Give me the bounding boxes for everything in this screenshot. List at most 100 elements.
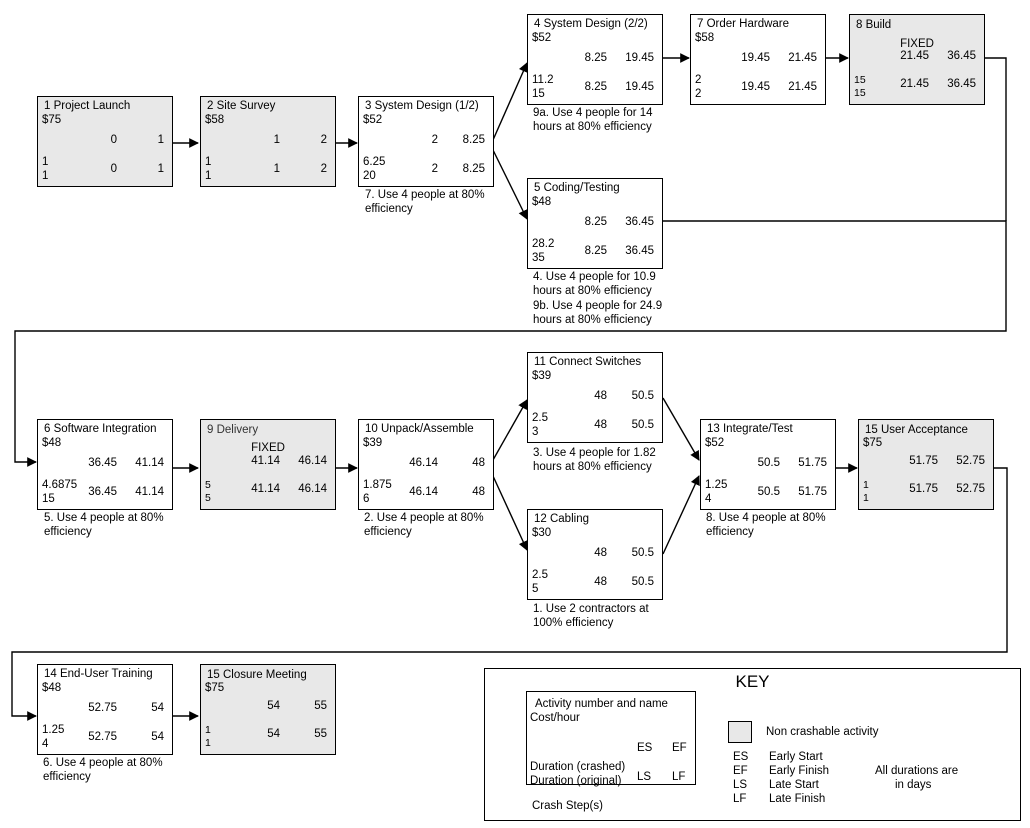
late-start: 8.25: [584, 245, 607, 257]
crash-step-note: 3. Use 4 people for 1.82 hours at 80% ef…: [533, 446, 656, 474]
activity-node: 3 System Design (1/2) $52 2 8.25 6.25 20…: [358, 96, 494, 187]
late-start: 50.5: [757, 486, 780, 498]
duration-crashed: 1: [205, 724, 211, 736]
duration-original: 15: [854, 87, 866, 99]
non-crashable-swatch: [728, 721, 752, 743]
activity-cost: $39: [363, 437, 383, 449]
late-start: 8.25: [584, 81, 607, 93]
duration-crashed: 4.6875: [42, 479, 78, 491]
early-finish: 52.75: [956, 455, 985, 467]
activity-node: 15 User Acceptance $75 51.75 52.75 1 1 5…: [858, 419, 994, 510]
note-line: hours at 80% efficiency: [533, 285, 652, 297]
activity-node: 14 End-User Training $48 52.75 54 1.25 4…: [37, 664, 173, 755]
activity-name: 15 User Acceptance: [865, 424, 968, 436]
note-line: 3. Use 4 people for 1.82: [533, 447, 656, 459]
activity-cost: $52: [705, 437, 725, 449]
activity-cost: $48: [532, 196, 552, 208]
late-finish: 50.5: [631, 419, 654, 431]
late-finish: 51.75: [798, 486, 827, 498]
key-sample-node: Activity number and name Cost/hour ES EF…: [526, 691, 696, 787]
key-abbr-ls-meaning: Late Start: [769, 779, 819, 791]
late-start: 46.14: [409, 486, 438, 498]
duration-crashed: 1.25: [42, 724, 65, 736]
activity-node: 15 Closure Meeting $75 54 55 1 1 54 55: [200, 664, 336, 755]
activity-name: 1 Project Launch: [44, 100, 131, 112]
activity-name: 14 End-User Training: [44, 668, 153, 680]
early-finish: 50.5: [631, 390, 654, 402]
duration-original: 1: [205, 170, 212, 182]
late-finish: 46.14: [298, 483, 327, 495]
early-start: 2: [431, 134, 438, 146]
note-line: efficiency: [365, 203, 413, 215]
key-abbr-es-meaning: Early Start: [769, 751, 823, 763]
link-3-5: [492, 149, 528, 220]
late-start: 52.75: [88, 731, 117, 743]
note-line: 100% efficiency: [533, 617, 614, 629]
note-line: 8. Use 4 people at 80%: [706, 512, 826, 524]
early-finish: 21.45: [788, 52, 817, 64]
duration-original: 6: [363, 493, 370, 505]
duration-original: 1: [863, 492, 869, 504]
activity-name: 4 System Design (2/2): [534, 18, 648, 30]
duration-original: 3: [532, 426, 539, 438]
activity-cost: $75: [205, 682, 225, 694]
late-start: 48: [594, 419, 607, 431]
duration-crashed: 5: [205, 479, 211, 491]
link-8-6: [985, 57, 1007, 221]
crash-step-note: 7. Use 4 people at 80% efficiency: [365, 188, 485, 216]
early-start: 52.75: [88, 702, 117, 714]
activity-cost: $75: [863, 437, 883, 449]
note-line: 6. Use 4 people at 80%: [43, 757, 163, 769]
duration-original: 20: [363, 170, 376, 182]
activity-name: 5 Coding/Testing: [534, 182, 620, 194]
duration-crashed: 2.5: [532, 569, 548, 581]
duration-crashed: 1.25: [705, 479, 728, 491]
duration-original: 2: [695, 88, 702, 100]
late-finish: 41.14: [135, 486, 164, 498]
activity-node: 11 Connect Switches $39 48 50.5 2.5 3 48…: [527, 352, 663, 443]
link-3-4: [492, 62, 528, 141]
note-line: 2. Use 4 people at 80%: [364, 512, 484, 524]
late-start: 19.45: [741, 81, 770, 93]
late-finish: 55: [314, 728, 327, 740]
early-finish: 51.75: [798, 457, 827, 469]
note-line: efficiency: [44, 526, 92, 538]
early-start: 1: [273, 134, 280, 146]
early-start: 50.5: [757, 457, 780, 469]
key-abbr-ls: LS: [733, 779, 748, 791]
key-ef: EF: [672, 742, 687, 754]
duration-original: 35: [532, 252, 545, 264]
activity-node: 13 Integrate/Test $52 50.5 51.75 1.25 4 …: [700, 419, 836, 510]
activity-name: 12 Cabling: [534, 513, 589, 525]
duration-crashed: 1: [863, 479, 869, 491]
note-line: 7. Use 4 people at 80%: [365, 189, 485, 201]
early-start: 51.75: [909, 455, 938, 467]
duration-crashed: 11.2: [532, 74, 554, 86]
duration-crashed: 2.5: [532, 412, 548, 424]
late-start: 2: [431, 163, 438, 175]
duration-crashed: 1.875: [363, 479, 392, 491]
duration-crashed: 2: [695, 74, 702, 86]
activity-node: 7 Order Hardware $58 19.45 21.45 2 2 19.…: [690, 14, 826, 105]
early-start: 8.25: [584, 216, 607, 228]
activity-cost: $48: [42, 437, 62, 449]
duration-original: 5: [532, 583, 539, 595]
activity-name: 13 Integrate/Test: [707, 423, 793, 435]
late-start: 1: [273, 163, 280, 175]
crash-step-note: 4. Use 4 people for 10.9 hours at 80% ef…: [533, 270, 662, 327]
early-start: 36.45: [88, 457, 117, 469]
early-start: 46.14: [409, 457, 438, 469]
early-finish: 19.45: [625, 52, 654, 64]
activity-cost: $52: [532, 32, 552, 44]
late-start: 0: [110, 163, 117, 175]
fixed-label: FIXED: [251, 442, 285, 454]
early-finish: 54: [151, 702, 164, 714]
duration-original: 15: [42, 493, 55, 505]
early-start: 0: [110, 134, 117, 146]
duration-crashed: 1: [205, 156, 212, 168]
duration-crashed: 1: [42, 156, 49, 168]
activity-cost: $58: [695, 32, 715, 44]
early-start: 8.25: [584, 52, 607, 64]
activity-cost: $30: [532, 527, 552, 539]
activity-node: 4 System Design (2/2) $52 8.25 19.45 11.…: [527, 14, 663, 105]
